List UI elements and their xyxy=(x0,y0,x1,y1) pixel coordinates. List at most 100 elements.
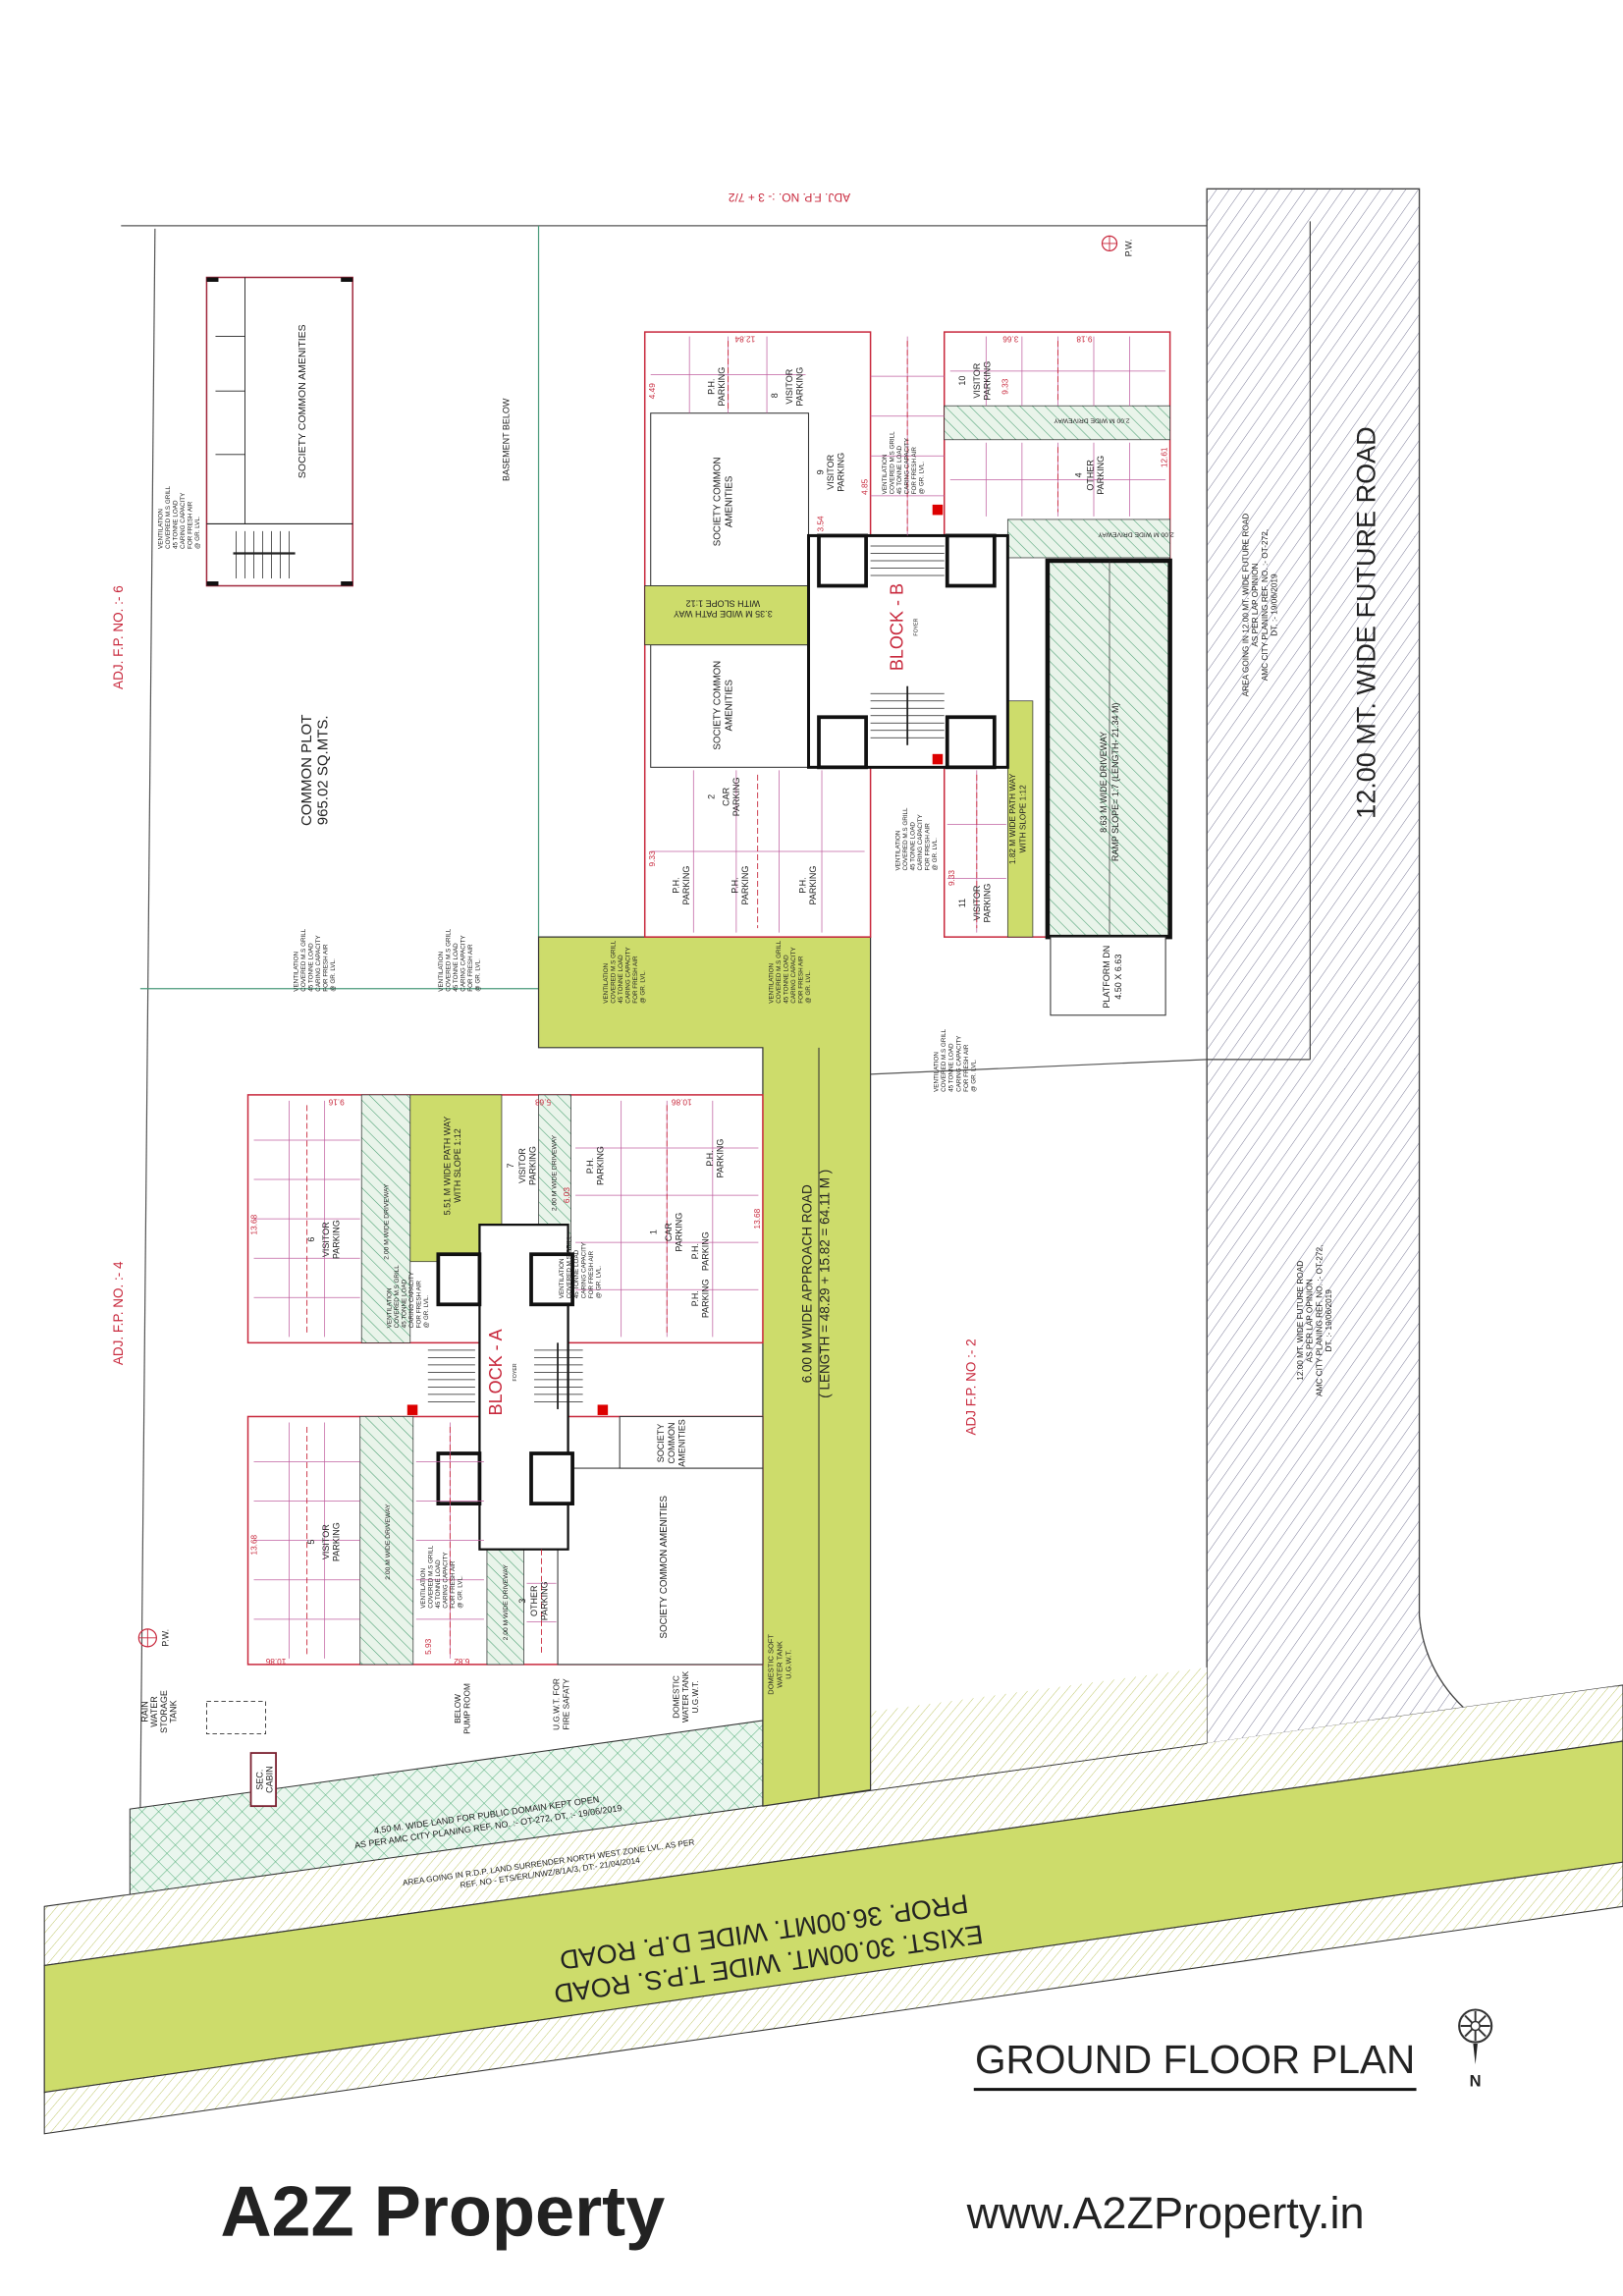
parking-number: 10 xyxy=(957,376,967,386)
north-label: N xyxy=(1470,2072,1482,2091)
block-b xyxy=(643,331,1172,1016)
pw-label: P.W. xyxy=(1124,240,1134,257)
dimension: 9.33 xyxy=(947,870,956,886)
parking-label-visitor: VISITORPARKING xyxy=(972,884,993,923)
parking-label-other: OTHERPARKING xyxy=(1085,456,1106,495)
ventilation-note: VENTILATIONCOVERED M.S GRILL45 TONNE LOA… xyxy=(420,1545,464,1609)
fire-extinguisher-icon xyxy=(932,504,944,516)
amenities-room xyxy=(619,1415,764,1469)
parking-label-ph: P.H.PARKING xyxy=(730,866,750,905)
ventilation-note: VENTILATIONCOVERED M.S GRILL45 TONNE LOA… xyxy=(438,928,482,992)
parking-label-visitor: VISITORPARKING xyxy=(321,1220,342,1259)
parking-number: 11 xyxy=(957,899,967,907)
driveway xyxy=(944,405,1171,441)
common-amenities-label: SOCIETY COMMON AMENITIES xyxy=(297,324,308,478)
block-b-label: BLOCK - B xyxy=(888,583,907,671)
fire-lift xyxy=(436,1451,482,1505)
lift xyxy=(529,1252,574,1307)
parking-number: 3 xyxy=(517,1599,527,1604)
future-road-label: 12.00 MT. WIDE FUTURE ROAD xyxy=(1351,426,1380,819)
parking-number: 6 xyxy=(306,1237,316,1242)
amenities-room xyxy=(557,1467,764,1666)
ventilation-note: VENTILATIONCOVERED M.S GRILL45 TONNE LOA… xyxy=(882,431,926,495)
dimension: 10.86 xyxy=(672,1097,692,1106)
driveway-label: 2.00 M WIDE DRIVEWAY xyxy=(1054,417,1130,424)
parking-number: 5 xyxy=(306,1540,316,1545)
driveway xyxy=(486,1541,524,1666)
staircase xyxy=(233,530,296,579)
driveway xyxy=(1006,519,1171,559)
block-b-parking-labels: P.H.PARKING 8 VISITORPARKING 9 VISITORPA… xyxy=(671,361,1106,923)
basement-below-label: BASEMENT BELOW xyxy=(501,398,511,481)
future-road-12m xyxy=(1206,188,1485,1760)
block-a-dimensions: 9.16 13.68 5.68 6.03 10.86 13.68 13.68 1… xyxy=(250,1097,762,1665)
dimension: 4.85 xyxy=(861,478,870,494)
dimension: 5.93 xyxy=(424,1638,433,1654)
platform xyxy=(1050,936,1166,1016)
page-title: GROUND FLOOR PLAN xyxy=(975,2037,1415,2082)
pw-icon xyxy=(137,235,1118,1648)
parking-label-other: OTHERPARKING xyxy=(529,1581,550,1620)
block-a-parking-labels: 6 VISITORPARKING 7 VISITORPARKING P.H.PA… xyxy=(306,1139,725,1621)
driveway-label: 2.00 M WIDE DRIVEWAY xyxy=(552,1134,559,1211)
amenities-label: SOCIETY COMMONAMENITIES xyxy=(712,457,734,546)
dimension: 12.84 xyxy=(734,335,755,344)
driveway-label: 2.00 M WIDE DRIVEWAY xyxy=(503,1564,510,1641)
rain-water-tank-label: RAINWATERSTORAGETANK xyxy=(139,1690,178,1733)
dimension: 13.68 xyxy=(250,1214,259,1234)
foyer-label: FOYER xyxy=(914,618,920,635)
block-a-label: BLOCK - A xyxy=(486,1329,506,1415)
dimension: 12.61 xyxy=(1161,447,1169,467)
parking-label-car: CARPARKING xyxy=(664,1213,684,1252)
lift xyxy=(436,1252,482,1307)
site-boundary xyxy=(121,225,1208,1816)
parking-number: 8 xyxy=(770,393,780,398)
ventilation-note: VENTILATIONCOVERED M.S GRILL45 TONNE LOA… xyxy=(157,485,201,549)
approach-road-label: 6.00 M WIDE APPROACH ROAD( LENGTH = 48.2… xyxy=(800,1170,833,1398)
ventilation-note: VENTILATIONCOVERED M.S GRILL45 TONNE LOA… xyxy=(386,1265,430,1329)
pump-room-label: BELOWPUMP ROOM xyxy=(454,1683,472,1734)
ventilation-notes: VENTILATIONCOVERED M.S GRILL45 TONNE LOA… xyxy=(157,431,977,1609)
ventilation-note: VENTILATIONCOVERED M.S GRILL45 TONNE LOA… xyxy=(768,940,812,1004)
pw-label: P.W. xyxy=(160,1629,170,1647)
common-amenities-building: SOCIETY COMMON AMENITIES xyxy=(205,276,353,587)
basement-outline xyxy=(139,225,540,990)
parking-label-car: CARPARKING xyxy=(721,777,741,816)
security-cabin xyxy=(249,1752,277,1808)
driveway xyxy=(359,1416,414,1666)
path-way-label: 5.51 M WIDE PATH WAYWITH SLOPE 1:12 xyxy=(442,1117,462,1216)
block-b-dimensions: 12.84 4.49 4.85 3.54 9.18 3.66 9.33 12.6… xyxy=(648,335,1168,886)
foyer-label: FOYER xyxy=(513,1363,518,1381)
parking-stalls xyxy=(253,336,1166,1659)
dimension: 9.18 xyxy=(1076,335,1092,344)
driveway-label: 2.00 M WIDE DRIVEWAY xyxy=(385,1503,392,1580)
dimension: 9.33 xyxy=(648,850,657,866)
lift xyxy=(945,533,997,588)
staircase xyxy=(427,1342,583,1409)
ventilation-note: VENTILATIONCOVERED M.S GRILL45 TONNE LOA… xyxy=(934,1028,978,1092)
parking-label-ph: P.H.PARKING xyxy=(671,866,691,905)
adjacent-plot-right: ADJ F.P. NO :- 2 xyxy=(963,1339,978,1435)
dimension: 13.68 xyxy=(250,1534,259,1555)
future-road-note: 12.00 MT. WIDE FUTURE ROADAS PER LAP OPI… xyxy=(1296,1245,1333,1396)
common-plot-label: COMMON PLOT965.02 SQ.MTS. xyxy=(298,715,332,826)
path-way-label: 3.35 M WIDE PATH WAYWITH SLOPE 1:12 xyxy=(674,599,773,620)
parking-number: 1 xyxy=(649,1230,659,1234)
adjacent-plot-top: ADJ. F.P. NO. :- 3 + 7/2 xyxy=(728,191,850,204)
dimension: 9.16 xyxy=(328,1097,344,1106)
amenities-label: SOCIETY COMMON AMENITIES xyxy=(659,1495,670,1638)
lift xyxy=(817,533,868,588)
ventilation-note: VENTILATIONCOVERED M.S GRILL45 TONNE LOA… xyxy=(895,807,940,871)
future-road-note: AREA GOING IN 12.00 MT. WIDE FUTURE ROAD… xyxy=(1241,514,1278,697)
staircase xyxy=(870,545,945,745)
parking-label-visitor: VISITORPARKING xyxy=(321,1522,342,1561)
ventilation-note: VENTILATIONCOVERED M.S GRILL45 TONNE LOA… xyxy=(603,940,647,1004)
dimension: 13.68 xyxy=(753,1208,762,1229)
parking-label-ph: P.H.PARKING xyxy=(690,1231,711,1271)
dimension: 6.03 xyxy=(563,1187,571,1203)
parking-label-visitor: VISITORPARKING xyxy=(826,453,846,492)
